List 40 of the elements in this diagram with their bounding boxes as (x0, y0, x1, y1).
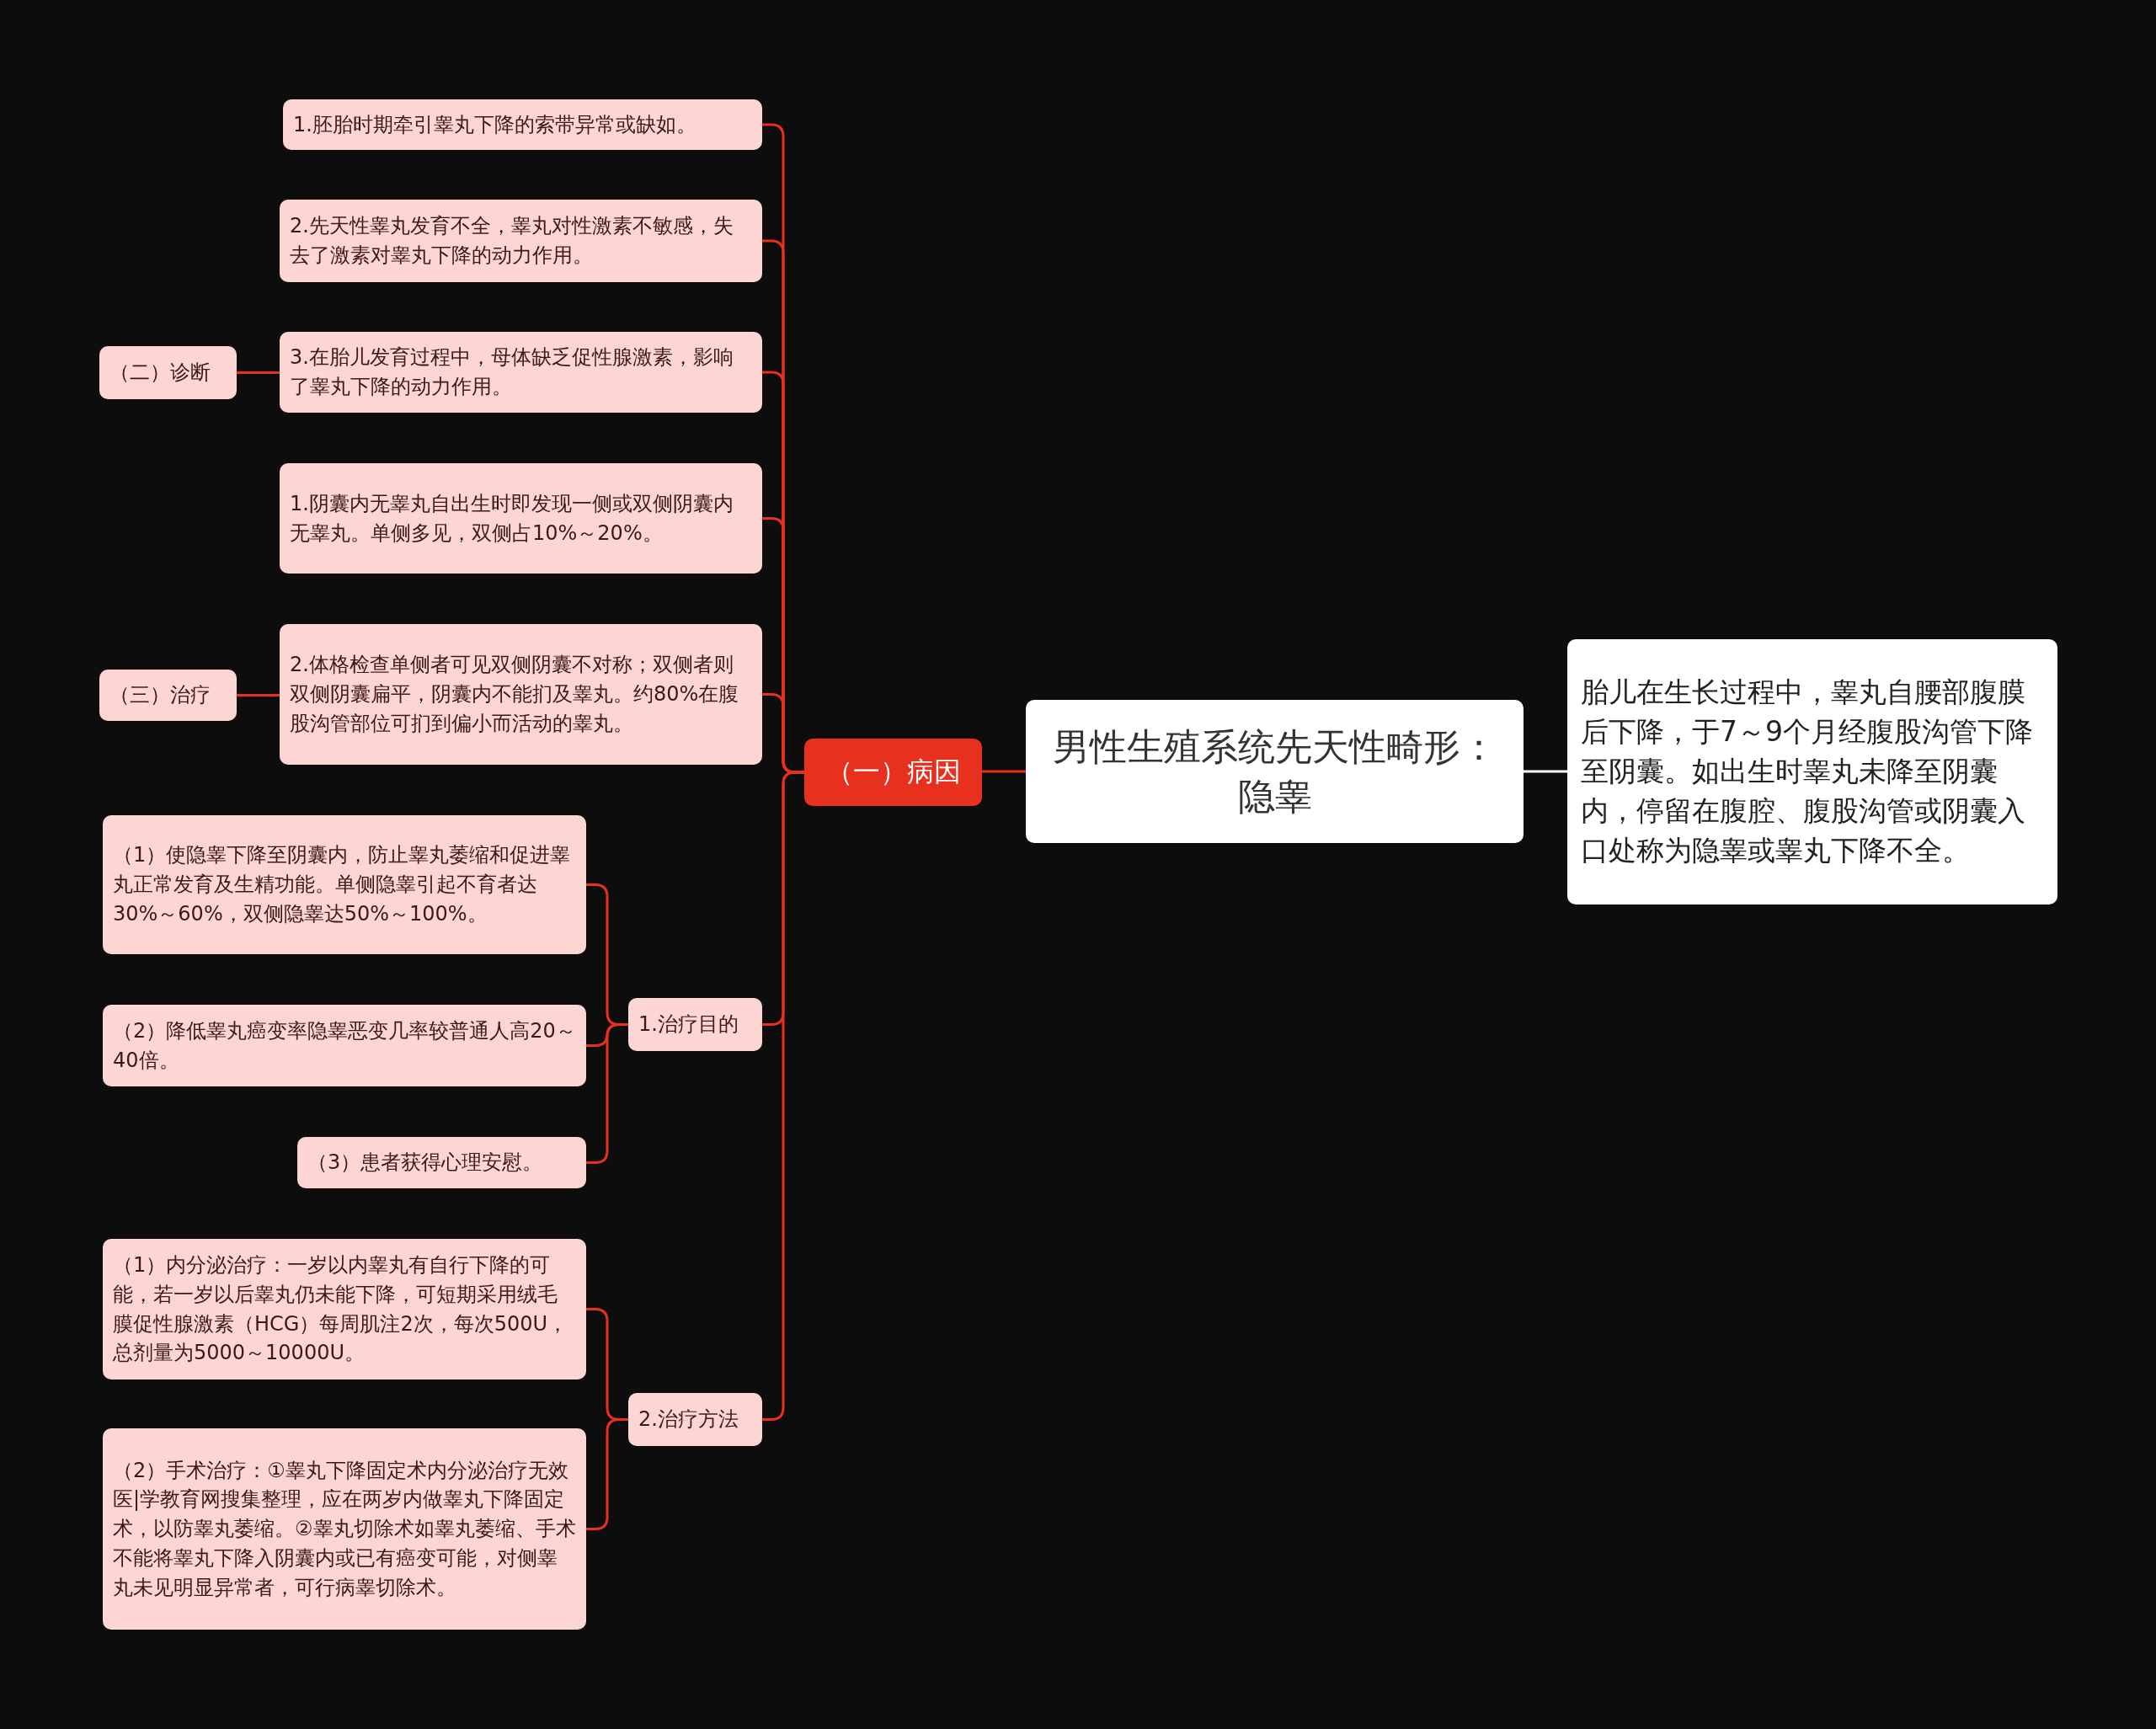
node-text: （1）内分泌治疗：一岁以内睾丸有自行下降的可能，若一岁以后睾丸仍未能下降，可短期采用绒毛膜促性腺激素（HCG）每周肌注2次，每次500U，总剂量为5000～10000U。 (113, 1251, 569, 1367)
node-text: 2.治疗方法 (638, 1406, 739, 1433)
node-text: 1.胚胎时期牵引睾丸下降的索带异常或缺如。 (293, 111, 697, 138)
node-text: （三）治疗 (109, 682, 211, 709)
node-text: 2.体格检查单侧者可见双侧阴囊不对称；双侧者则双侧阴囊扁平，阴囊内不能扪及睾丸。约80%在腹股沟管部位可扪到偏小而活动的睾丸。 (290, 652, 740, 737)
item-box (103, 1428, 586, 1630)
item-box (280, 200, 762, 282)
node-text: 男性生殖系统先天性畸形：隐睾 (1051, 723, 1498, 819)
node-text: 胎儿在生长过程中，睾丸自腰部腹膜后下降，于7～9个月经腹股沟管下降至阴囊。如出生时睾丸未降至阴囊内，停留在腹腔、腹股沟管或阴囊入口处称为隐睾或睾丸下降不全。 (1581, 675, 2034, 868)
node-text: 1.治疗目的 (638, 1011, 739, 1038)
connector-line (586, 1023, 628, 1164)
topic-box (1026, 700, 1524, 843)
node-text: （2）降低睾丸癌变率隐睾恶变几率较普通人高20～40倍。 (113, 1017, 576, 1074)
item-box (99, 346, 237, 399)
connector-line (237, 694, 280, 696)
item-box (280, 624, 762, 765)
node-text: （3）患者获得心理安慰。 (307, 1150, 544, 1177)
node-text: （二）诊断 (109, 360, 211, 387)
item-box (103, 815, 586, 954)
item-box (103, 1005, 586, 1086)
node-text: 1.阴囊内无睾丸自出生时即发现一侧或双侧阴囊内无睾丸。单侧多见，双侧占10%～20%。 (290, 490, 734, 547)
connector-line (586, 1418, 628, 1530)
item-box (280, 463, 762, 574)
node-text: （2）手术治疗：①睾丸下降固定术内分泌治疗无效医|学教育网搜集整理，应在两岁内做睾丸下降固定术，以防睾丸萎缩。②睾丸切除术如睾丸萎缩、手术不能将睾丸下降入阴囊内或已有癌变可能，对侧睾丸未见明显异常者，可行病睾切除术。 (113, 1457, 576, 1601)
item-box (103, 1239, 586, 1379)
item-box (280, 332, 762, 413)
connector-line (1524, 770, 1567, 773)
item-box (628, 1393, 762, 1446)
item-box (283, 99, 762, 150)
node-text: （1）使隐睾下降至阴囊内，防止睾丸萎缩和促进睾丸正常发育及生精功能。单侧隐睾引起不育者达30%～60%，双侧隐睾达50%～100%。 (113, 842, 572, 927)
note-box (1567, 639, 2057, 905)
node-text: 2.先天性睾丸发育不全，睾丸对性激素不敏感，失去了激素对睾丸下降的动力作用。 (290, 213, 734, 269)
connector-line (237, 371, 280, 374)
connector-line (982, 770, 1026, 773)
branch-box (804, 739, 982, 806)
node-text: （一）病因 (825, 755, 962, 789)
item-box (297, 1137, 586, 1188)
item-box (628, 998, 762, 1051)
node-text: 3.在胎儿发育过程中，母体缺乏促性腺激素，影响了睾丸下降的动力作用。 (290, 344, 734, 400)
item-box (99, 670, 237, 721)
